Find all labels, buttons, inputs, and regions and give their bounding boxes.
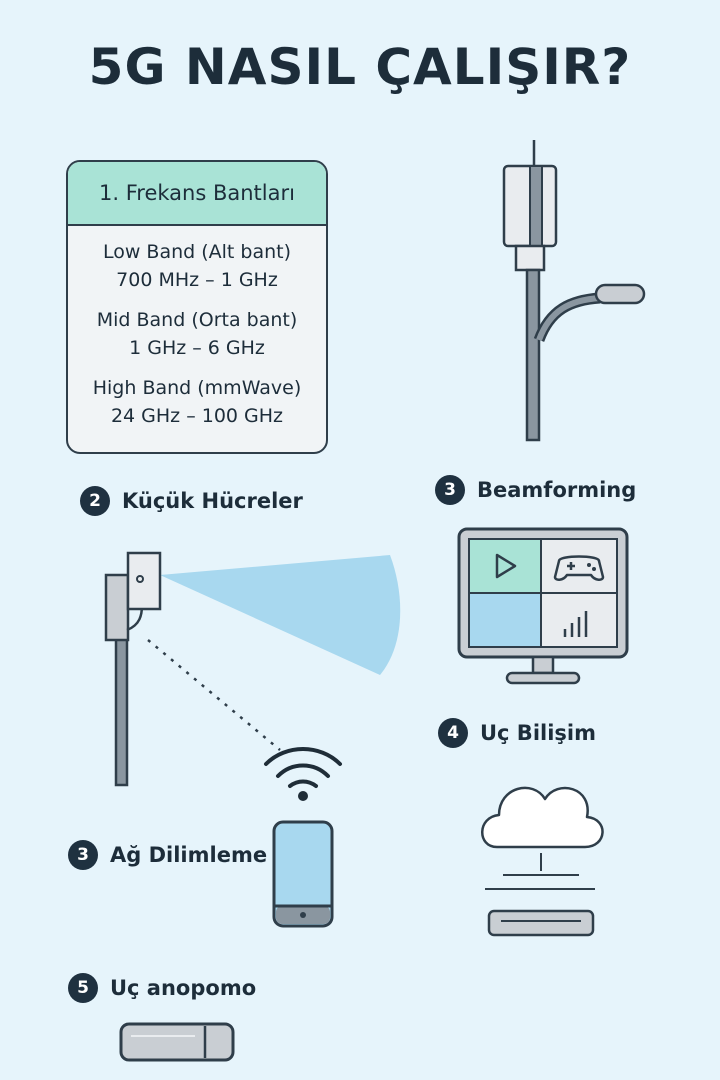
section-label: Uç Bilişim <box>480 721 596 745</box>
section-label: Uç anopomo <box>110 976 257 1000</box>
section-edge-computing: 4 Uç Bilişim <box>438 718 596 748</box>
device-box-icon <box>119 1022 235 1062</box>
smartphone-icon <box>272 820 334 928</box>
section-label: Küçük Hücreler <box>122 489 303 513</box>
section-label: Ağ Dilimleme <box>110 843 268 867</box>
small-cell-antenna-icon <box>104 551 401 787</box>
section-label: Beamforming <box>477 478 637 502</box>
step-number-badge: 2 <box>80 486 110 516</box>
step-number-badge: 3 <box>68 840 98 870</box>
section-network-slicing: 3 Ağ Dilimleme <box>68 840 267 870</box>
band-range: 1 GHz – 6 GHz <box>129 337 265 359</box>
step-number-badge: 3 <box>435 475 465 505</box>
step-number-badge: 4 <box>438 718 468 748</box>
band-mid: Mid Band (Orta bant) 1 GHz – 6 GHz <box>68 306 326 362</box>
band-low: Low Band (Alt bant) 700 MHz – 1 GHz <box>68 238 326 294</box>
section-edge-other: 5 Uç anopomo <box>68 973 256 1003</box>
wifi-signal-icon <box>264 747 342 801</box>
cloud-server-icon <box>481 786 604 937</box>
band-name: Mid Band (Orta bant) <box>96 309 298 331</box>
section-beamforming: 3 Beamforming <box>435 475 636 505</box>
band-range: 24 GHz – 100 GHz <box>110 405 284 427</box>
frequency-bands-card: 1. Frekans Bantları Low Band (Alt bant) … <box>66 160 328 454</box>
band-name: Low Band (Alt bant) <box>102 241 292 263</box>
page-title: 5G NASIL ÇALIŞIR? <box>88 38 632 96</box>
band-name: High Band (mmWave) <box>92 377 302 399</box>
streetlamp-antenna-icon <box>502 140 646 442</box>
frequency-card-heading: 1. Frekans Bantları <box>68 162 326 226</box>
step-number-badge: 5 <box>68 973 98 1003</box>
section-small-cells: 2 Küçük Hücreler <box>80 486 303 516</box>
monitor-dashboard-icon <box>457 527 629 685</box>
band-high: High Band (mmWave) 24 GHz – 100 GHz <box>68 374 326 430</box>
band-range: 700 MHz – 1 GHz <box>116 269 278 291</box>
